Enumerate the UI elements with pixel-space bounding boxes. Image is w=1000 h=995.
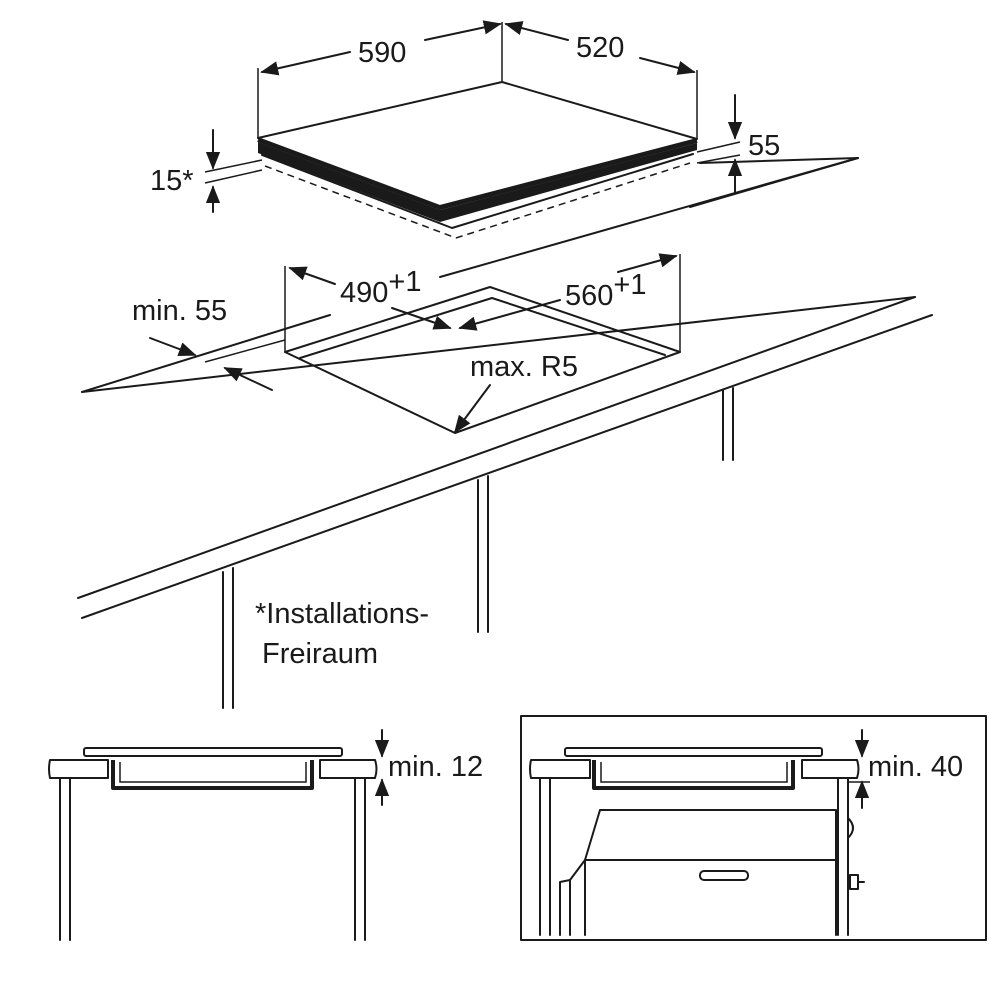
- hob-top-view: 590 520 55 15*: [150, 20, 859, 239]
- label-15-star: 15*: [150, 165, 194, 197]
- label-min-55: min. 55: [132, 295, 227, 327]
- label-560: 560+1: [565, 269, 646, 312]
- section-drawer: min. 12: [48, 729, 483, 941]
- label-490: 490+1: [340, 266, 421, 309]
- footnote-line2: Freiraum: [262, 638, 378, 670]
- label-max-r5: max. R5: [470, 351, 578, 383]
- label-min-40: min. 40: [868, 751, 963, 783]
- label-520: 520: [576, 32, 624, 64]
- worktop-cutout: 490+1 560+1 min. 55 max. R5 *Installatio…: [77, 157, 933, 709]
- label-55: 55: [748, 130, 780, 162]
- footnote-line1: *Installations-: [255, 598, 429, 630]
- section-oven: min. 40: [520, 715, 987, 941]
- label-590: 590: [358, 37, 406, 69]
- label-min-12: min. 12: [388, 751, 483, 783]
